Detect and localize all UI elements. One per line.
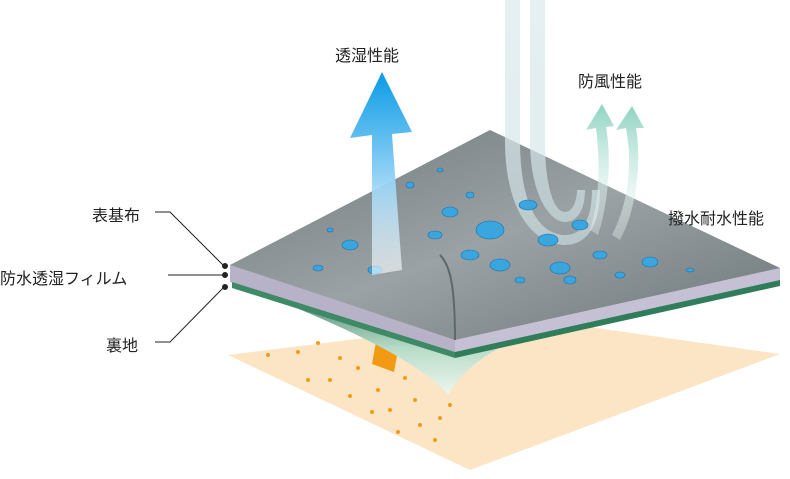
windproof-arrow-2 (612, 106, 644, 240)
label-membrane: 防水透湿フィルム (0, 269, 128, 288)
outer-fabric-layer (230, 130, 780, 340)
label-breathability: 透湿性能 (335, 46, 400, 65)
film-edge-left (232, 282, 455, 358)
label-water-repellent: 撥水耐水性能 (668, 209, 765, 228)
lining-layer (228, 318, 780, 470)
windproof-arrow-1 (586, 104, 614, 235)
label-outer-fabric: 表基布 (92, 206, 141, 225)
breathable-dots (266, 341, 452, 442)
label-lining: 裏地 (106, 336, 139, 355)
label-windproof: 防風性能 (578, 72, 643, 91)
fabric-edge-right (455, 268, 780, 352)
breathability-arrow (350, 72, 412, 275)
film-edge-right (455, 280, 780, 358)
fabric-edge (230, 265, 455, 352)
leader-lines (155, 211, 228, 343)
wind-stream (505, 0, 600, 245)
